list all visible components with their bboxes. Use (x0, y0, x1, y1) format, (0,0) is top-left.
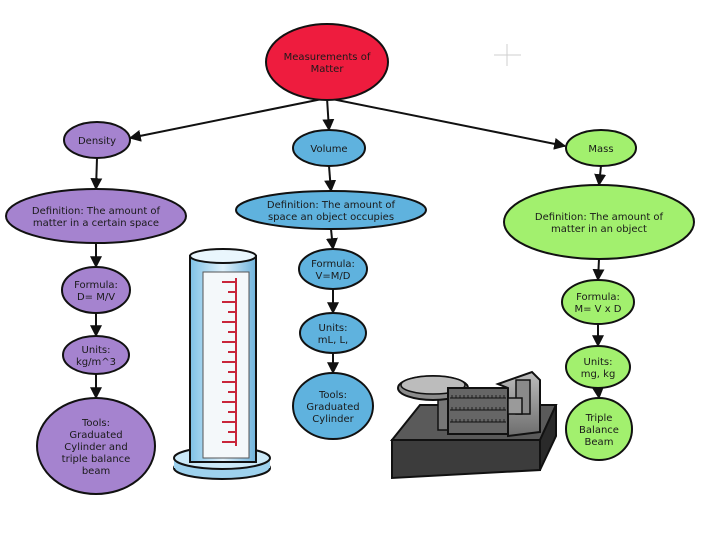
density-units-node-shape (62, 335, 130, 375)
mass-units-node-text-line: mg, kg (581, 369, 616, 380)
arrow (591, 386, 604, 400)
volume-definition-node-shape (235, 190, 427, 230)
volume-units-node-shape (299, 312, 367, 354)
graduated-cylinder-illustration (173, 248, 271, 480)
mass-definition-node-text-line: Definition: The amount of (535, 212, 664, 223)
volume-formula-node-text-line: V=M/D (316, 271, 351, 282)
density-units-node-text-line: kg/m^3 (76, 357, 116, 368)
mass-title-node-text-line: Mass (588, 144, 613, 155)
mass-tools-node-text-line: Balance (579, 425, 619, 436)
volume-title-node-text-line: Volume (310, 144, 347, 155)
volume-tools-node-text-line: Tools: (318, 390, 347, 401)
arrow (594, 165, 607, 187)
density-tools-node-text-line: beam (82, 466, 110, 477)
triple-beam-balance-illustration (389, 370, 558, 480)
density-formula-node-shape (61, 266, 131, 314)
volume-title-node: Volume (292, 129, 366, 167)
density-formula-node: Formula:D= M/V (61, 266, 131, 314)
density-title-node-text-line: Density (78, 136, 116, 147)
density-definition-node-text-line: Definition: The amount of (32, 206, 161, 217)
volume-tools-node-shape (292, 372, 374, 440)
density-tools-node-text-line: triple balance (62, 454, 131, 465)
volume-units-node-text-line: mL, L, (318, 335, 348, 346)
mass-definition-node-shape (503, 184, 695, 260)
crosshair-mark (494, 44, 521, 66)
density-tools-node-shape (36, 397, 156, 495)
density-tools-node-text-line: Graduated (69, 430, 122, 441)
root-node-measurements-of-matter-text-line: Matter (311, 64, 345, 75)
mass-units-node: Units:mg, kg (565, 345, 631, 389)
density-tools-node-text-line: Cylinder and (64, 442, 127, 453)
mass-title-node-shape (565, 129, 637, 167)
root-node-measurements-of-matter-shape (265, 23, 389, 101)
arrow (128, 97, 328, 142)
arrow (325, 228, 338, 251)
volume-formula-node-text-line: Formula: (311, 259, 355, 270)
arrow (592, 258, 605, 282)
volume-units-node-text-line: Units: (319, 323, 348, 334)
mass-definition-node-text-line: matter in an object (551, 224, 647, 235)
arrow (322, 97, 335, 132)
volume-formula-node: Formula:V=M/D (298, 248, 368, 290)
mass-tools-node-text-line: Beam (585, 437, 614, 448)
density-title-node: Density (63, 121, 131, 159)
mass-units-node-text-line: Units: (584, 357, 613, 368)
volume-tools-node-text-line: Graduated (306, 402, 359, 413)
density-definition-node-text-line: matter in a certain space (33, 218, 159, 229)
volume-tools-node-text-line: Cylinder (312, 414, 354, 425)
mass-formula-node: Formula:M= V x D (561, 279, 635, 325)
density-title-node-shape (63, 121, 131, 159)
mass-units-node-shape (565, 345, 631, 389)
connector-arrows (90, 97, 607, 400)
density-units-node: Units:kg/m^3 (62, 335, 130, 375)
mass-tools-node-text-line: Triple (585, 413, 613, 424)
mass-formula-node-text-line: Formula: (576, 292, 620, 303)
mass-formula-node-shape (561, 279, 635, 325)
arrow (326, 97, 567, 150)
density-units-node-text-line: Units: (82, 345, 111, 356)
arrow (90, 157, 103, 191)
density-formula-node-text-line: Formula: (74, 280, 118, 291)
mass-title-node: Mass (565, 129, 637, 167)
volume-title-node-shape (292, 129, 366, 167)
mass-tools-node-shape (565, 397, 633, 461)
root-node-measurements-of-matter-text-line: Measurements of (284, 52, 371, 63)
volume-formula-node-shape (298, 248, 368, 290)
mass-formula-node-text-line: M= V x D (574, 304, 621, 315)
volume-definition-node-text-line: space an object occupies (268, 212, 394, 223)
density-formula-node-text-line: D= M/V (77, 292, 115, 303)
volume-definition-node-text-line: Definition: The amount of (267, 200, 396, 211)
volume-units-node: Units:mL, L, (299, 312, 367, 354)
arrow (324, 165, 337, 193)
density-definition-node-shape (5, 188, 187, 244)
density-tools-node-text-line: Tools: (81, 418, 110, 429)
